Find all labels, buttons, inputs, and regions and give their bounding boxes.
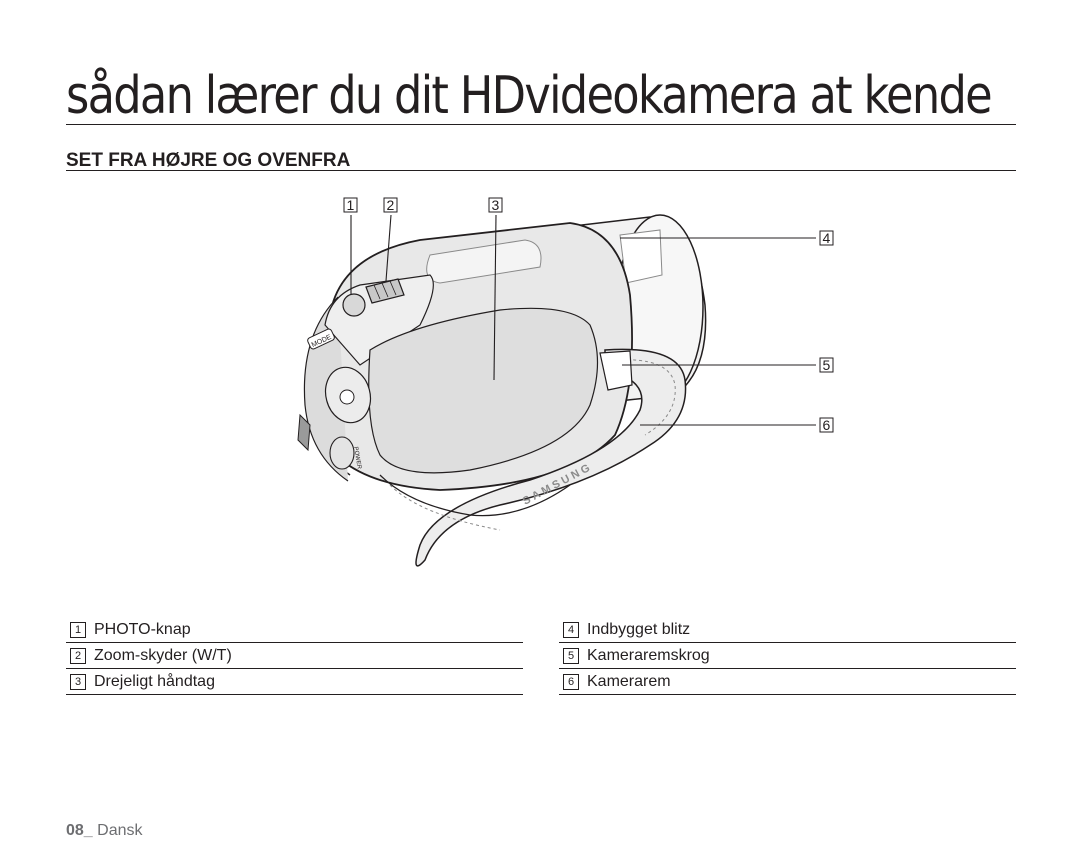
camcorder-body: MODE POWER — [297, 222, 633, 491]
legend-item: 6 Kamerarem — [559, 669, 1016, 695]
camcorder-figure: MODE POWER SAMSUNG — [270, 185, 860, 580]
legend-label: Zoom-skyder (W/T) — [94, 646, 232, 664]
callout-2: 2 — [383, 197, 398, 213]
footer-language: Dansk — [97, 822, 143, 839]
legend-label: Kamerarem — [587, 672, 671, 690]
svg-text:5: 5 — [823, 357, 831, 373]
legend-number: 6 — [563, 673, 579, 690]
legend-item: 1 PHOTO-knap — [66, 617, 523, 643]
photo-button-shape — [342, 293, 366, 317]
section-heading: SET FRA HØJRE OG OVENFRA — [66, 150, 351, 171]
svg-text:1: 1 — [347, 197, 355, 213]
legend-item: 4 Indbygget blitz — [559, 617, 1016, 643]
legend-number: 4 — [563, 621, 579, 638]
legend-item: 2 Zoom-skyder (W/T) — [66, 643, 523, 669]
legend-left: 1 PHOTO-knap 2 Zoom-skyder (W/T) 3 Dreje… — [66, 617, 523, 695]
svg-text:2: 2 — [387, 197, 395, 213]
page-footer: 08_ Dansk — [66, 822, 143, 840]
callout-4: 4 — [819, 230, 834, 246]
legend-item: 3 Drejeligt håndtag — [66, 669, 523, 695]
svg-text:6: 6 — [823, 417, 831, 433]
title-rule — [66, 124, 1016, 125]
svg-text:3: 3 — [492, 197, 500, 213]
strap-hook-shape — [599, 350, 633, 391]
page-title: sådan lærer du dit HDvideokamera at kend… — [66, 66, 993, 126]
legend-number: 1 — [70, 621, 86, 638]
legend-item: 5 Kameraremskrog — [559, 643, 1016, 669]
camcorder-illustration: MODE POWER SAMSUNG — [297, 197, 834, 567]
callout-3: 3 — [488, 197, 503, 213]
page-number: 08_ — [66, 822, 93, 839]
legend-label: Kameraremskrog — [587, 646, 710, 664]
callout-6: 6 — [819, 417, 834, 433]
legend-label: Drejeligt håndtag — [94, 672, 215, 690]
section-rule — [66, 170, 1016, 171]
power-text: POWER — [352, 446, 362, 470]
legend-number: 3 — [70, 673, 86, 690]
legend-number: 5 — [563, 647, 579, 664]
svg-text:4: 4 — [823, 230, 831, 246]
callout-1: 1 — [343, 197, 358, 213]
legend-label: Indbygget blitz — [587, 620, 691, 638]
legend-label: PHOTO-knap — [94, 620, 191, 638]
legend-number: 2 — [70, 647, 86, 664]
legend-right: 4 Indbygget blitz 5 Kameraremskrog 6 Kam… — [559, 617, 1016, 695]
callout-5: 5 — [819, 357, 834, 373]
callout-lines — [350, 214, 816, 426]
